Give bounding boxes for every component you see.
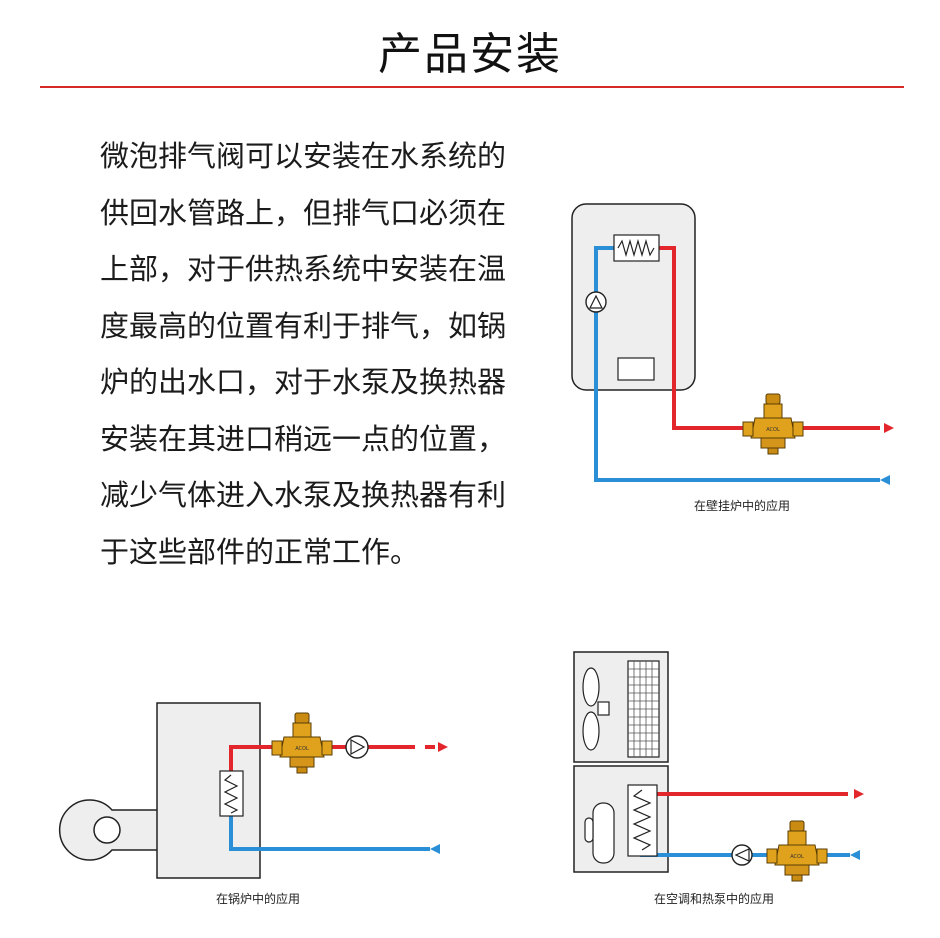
air-vent-valve-icon: [766, 820, 828, 882]
wall-boiler-casing: [571, 203, 696, 391]
title-divider: [40, 86, 904, 88]
description-text: 微泡排气阀可以安装在水系统的供回水管路上，但排气口必须在上部，对于供热系统中安装…: [100, 139, 507, 569]
fan-icon: [582, 667, 600, 707]
wall-boiler-caption: 在壁挂炉中的应用: [694, 499, 791, 513]
boiler-caption: 在锅炉中的应用: [216, 892, 301, 906]
boiler-diagram: ACOL: [58, 702, 448, 879]
heat-pump-diagram: ACOL: [573, 651, 864, 882]
air-vent-valve-icon: [271, 712, 333, 774]
wall-boiler-display: [617, 357, 655, 381]
supply-arrow-icon: [884, 423, 894, 433]
supply-pipe: [640, 792, 848, 800]
page-title: 产品安装: [378, 29, 562, 80]
valve-brand-label: ACOL: [295, 746, 309, 752]
air-vent-valve-icon: [742, 393, 804, 455]
return-arrow-icon: [880, 475, 890, 485]
return-arrow-icon: [430, 844, 440, 854]
valve-brand-label: ACOL: [766, 427, 780, 433]
supply-arrow-icon: [438, 742, 448, 752]
heat-exchanger-icon: [219, 770, 244, 817]
valve-brand-label: ACOL: [790, 854, 804, 860]
boiler-casing: [156, 702, 261, 879]
compressor-icon: [592, 802, 615, 864]
return-pipe: [229, 796, 430, 851]
wall-boiler-diagram: ACOL: [571, 203, 894, 485]
supply-arrow-icon: [854, 789, 864, 799]
heat-pump-caption: 在空调和热泵中的应用: [654, 892, 775, 906]
return-arrow-icon: [850, 850, 860, 860]
return-pipe: [594, 246, 880, 482]
